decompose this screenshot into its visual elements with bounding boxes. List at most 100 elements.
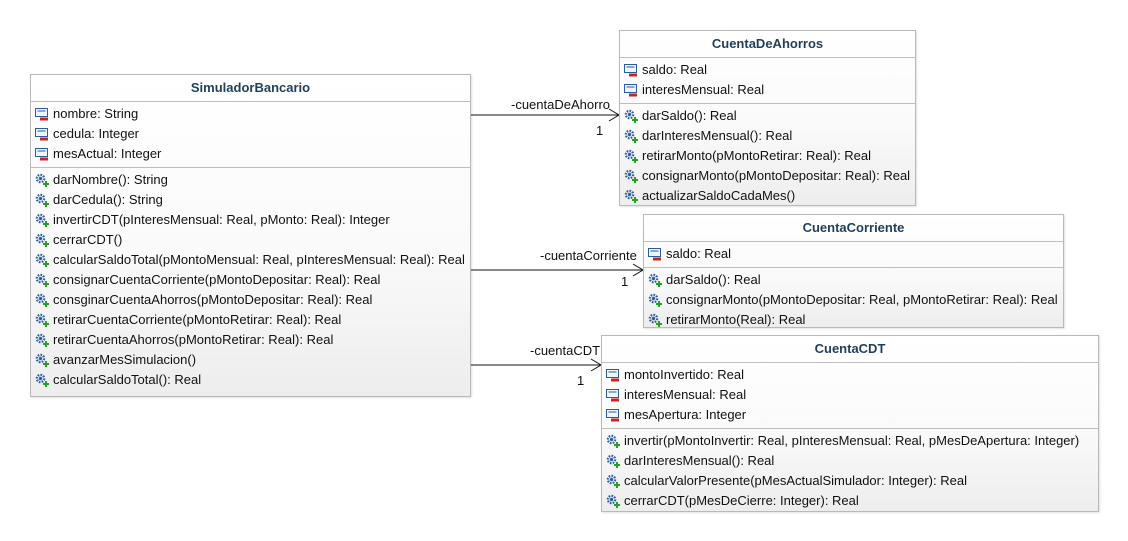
public-operation-icon — [624, 109, 638, 123]
public-operation-icon — [35, 213, 49, 227]
private-attribute-icon — [606, 368, 620, 382]
public-operation-icon — [35, 193, 49, 207]
operation-text: invertir(pMontoInvertir: Real, pInteresM… — [624, 433, 1080, 448]
assoc-multiplicity-ahorro: 1 — [596, 123, 604, 138]
operation-text: consginarCuentaAhorros(pMontoDepositar: … — [53, 292, 373, 307]
attribute-row[interactable]: saldo: Real — [644, 244, 1063, 264]
public-operation-icon — [35, 353, 49, 367]
assoc-role-cdt: -cuentaCDT — [530, 343, 601, 358]
operation-text: invertirCDT(pInteresMensual: Real, pMont… — [53, 212, 390, 227]
operation-text: calcularSaldoTotal(): Real — [53, 372, 202, 387]
operation-row[interactable]: retirarCuentaAhorros(pMontoRetirar: Real… — [31, 330, 470, 350]
attribute-row[interactable]: interesMensual: Real — [602, 385, 1098, 405]
attribute-row[interactable]: mesApertura: Integer — [602, 405, 1098, 425]
class-title: CuentaCDT — [602, 336, 1098, 363]
operation-text: consignarCuentaCorriente(pMontoDepositar… — [53, 272, 381, 287]
attribute-text: interesMensual: Real — [642, 82, 765, 97]
class-title: CuentaCorriente — [644, 215, 1063, 242]
private-attribute-icon — [606, 408, 620, 422]
operations-section: darSaldo(): Real darInteresMensual(): Rea… — [620, 103, 915, 209]
operation-row[interactable]: retirarMonto(pMontoRetirar: Real): Real — [620, 146, 915, 166]
class-cuenta-de-ahorros[interactable]: CuentaDeAhorros saldo: Real interesMensua… — [619, 30, 916, 206]
public-operation-icon — [648, 293, 662, 307]
operation-text: calcularSaldoTotal(pMontoMensual: Real, … — [53, 252, 465, 267]
attribute-text: interesMensual: Real — [624, 387, 747, 402]
operation-row[interactable]: consignarMonto(pMontoDepositar: Real, pM… — [644, 290, 1063, 310]
operation-row[interactable]: darInteresMensual(): Real — [620, 126, 915, 146]
public-operation-icon — [606, 494, 620, 508]
operations-section: darSaldo(): Real consignarMonto(pMontoDep… — [644, 267, 1063, 333]
assoc-role-ahorro: -cuentaDeAhorro — [511, 97, 610, 112]
operation-text: avanzarMesSimulacion() — [53, 352, 197, 367]
operation-text: darCedula(): String — [53, 192, 163, 207]
attribute-row[interactable]: cedula: Integer — [31, 124, 470, 144]
operation-row[interactable]: consignarCuentaCorriente(pMontoDepositar… — [31, 270, 470, 290]
attributes-section: saldo: Real — [644, 242, 1063, 267]
operation-row[interactable]: retirarMonto(Real): Real — [644, 310, 1063, 330]
operation-text: actualizarSaldoCadaMes() — [642, 188, 796, 203]
operation-row[interactable]: avanzarMesSimulacion() — [31, 350, 470, 370]
private-attribute-icon — [624, 63, 638, 77]
operation-row[interactable]: calcularSaldoTotal(): Real — [31, 370, 470, 390]
class-cuenta-corriente[interactable]: CuentaCorriente saldo: Real darSaldo(): … — [643, 214, 1064, 328]
public-operation-icon — [624, 189, 638, 203]
attribute-text: mesActual: Integer — [53, 146, 162, 161]
operation-text: consignarMonto(pMontoDepositar: Real, pM… — [666, 292, 1058, 307]
private-attribute-icon — [648, 247, 662, 261]
public-operation-icon — [624, 149, 638, 163]
operations-section: darNombre(): String darCedula(): String in… — [31, 167, 470, 393]
operation-row[interactable]: consignarMonto(pMontoDepositar: Real): R… — [620, 166, 915, 186]
public-operation-icon — [35, 333, 49, 347]
operation-text: calcularValorPresente(pMesActualSimulado… — [624, 473, 967, 488]
attributes-section: montoInvertido: Real interesMensual: Real… — [602, 363, 1098, 428]
class-cuenta-cdt[interactable]: CuentaCDT montoInvertido: Real interesMen… — [601, 335, 1099, 512]
private-attribute-icon — [624, 83, 638, 97]
operation-text: darSaldo(): Real — [666, 272, 761, 287]
operation-row[interactable]: darSaldo(): Real — [644, 270, 1063, 290]
attribute-row[interactable]: nombre: String — [31, 104, 470, 124]
operation-text: cerrarCDT() — [53, 232, 123, 247]
operation-row[interactable]: invertir(pMontoInvertir: Real, pInteresM… — [602, 431, 1098, 451]
operation-row[interactable]: darInteresMensual(): Real — [602, 451, 1098, 471]
public-operation-icon — [606, 474, 620, 488]
attributes-section: nombre: String cedula: Integer mesActual: … — [31, 102, 470, 167]
attribute-row[interactable]: montoInvertido: Real — [602, 365, 1098, 385]
operation-row[interactable]: consginarCuentaAhorros(pMontoDepositar: … — [31, 290, 470, 310]
operation-text: darNombre(): String — [53, 172, 168, 187]
public-operation-icon — [648, 313, 662, 327]
class-title: SimuladorBancario — [31, 75, 470, 102]
class-title: CuentaDeAhorros — [620, 31, 915, 58]
operation-text: retirarMonto(pMontoRetirar: Real): Real — [642, 148, 872, 163]
assoc-multiplicity-cdt: 1 — [577, 373, 585, 388]
assoc-role-corriente: -cuentaCorriente — [540, 248, 637, 263]
public-operation-icon — [35, 173, 49, 187]
operation-row[interactable]: invertirCDT(pInteresMensual: Real, pMont… — [31, 210, 470, 230]
attributes-section: saldo: Real interesMensual: Real — [620, 58, 915, 103]
attribute-text: saldo: Real — [666, 246, 732, 261]
attribute-row[interactable]: mesActual: Integer — [31, 144, 470, 164]
attribute-text: cedula: Integer — [53, 126, 140, 141]
attribute-text: montoInvertido: Real — [624, 367, 744, 382]
private-attribute-icon — [35, 107, 49, 121]
private-attribute-icon — [35, 127, 49, 141]
attribute-row[interactable]: interesMensual: Real — [620, 80, 915, 100]
operation-row[interactable]: darCedula(): String — [31, 190, 470, 210]
operation-row[interactable]: actualizarSaldoCadaMes() — [620, 186, 915, 206]
operation-row[interactable]: cerrarCDT(pMesDeCierre: Integer): Real — [602, 491, 1098, 511]
public-operation-icon — [624, 129, 638, 143]
attribute-text: saldo: Real — [642, 62, 708, 77]
operation-row[interactable]: calcularSaldoTotal(pMontoMensual: Real, … — [31, 250, 470, 270]
assoc-multiplicity-corriente: 1 — [621, 274, 629, 289]
operation-text: darSaldo(): Real — [642, 108, 737, 123]
attribute-text: mesApertura: Integer — [624, 407, 747, 422]
operation-text: darInteresMensual(): Real — [624, 453, 775, 468]
operation-row[interactable]: darNombre(): String — [31, 170, 470, 190]
operation-row[interactable]: calcularValorPresente(pMesActualSimulado… — [602, 471, 1098, 491]
operation-row[interactable]: retirarCuentaCorriente(pMontoRetirar: Re… — [31, 310, 470, 330]
public-operation-icon — [35, 313, 49, 327]
attribute-row[interactable]: saldo: Real — [620, 60, 915, 80]
operation-row[interactable]: darSaldo(): Real — [620, 106, 915, 126]
operation-row[interactable]: cerrarCDT() — [31, 230, 470, 250]
class-simulador-bancario[interactable]: SimuladorBancario nombre: String cedula: … — [30, 74, 471, 397]
operation-text: darInteresMensual(): Real — [642, 128, 793, 143]
